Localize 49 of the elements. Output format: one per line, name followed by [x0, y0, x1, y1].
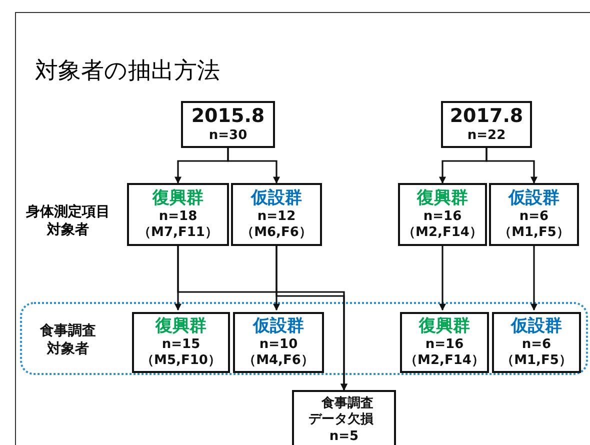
- sex-breakdown: （M4,F6）: [243, 353, 314, 370]
- group-box: [492, 312, 581, 373]
- group-box: [127, 183, 229, 246]
- survey-box: [441, 101, 532, 148]
- group-box: [400, 312, 489, 373]
- group-box: [489, 183, 579, 246]
- group-name: 仮設群: [253, 316, 304, 337]
- row-label: 食事調査対象者: [38, 322, 97, 358]
- sex-breakdown: （M5,F10）: [141, 353, 221, 370]
- group-name: 復興群: [152, 188, 204, 209]
- group-box: [398, 183, 487, 246]
- group-box: [132, 312, 230, 373]
- date-text: 2017.8: [450, 104, 524, 128]
- arrow: [530, 246, 538, 311]
- title: 対象者の抽出方法: [35, 57, 220, 86]
- group-name: 仮設群: [511, 316, 562, 337]
- group-name: 復興群: [156, 316, 206, 337]
- count-text: n=30: [208, 128, 248, 144]
- group-name: 復興群: [417, 188, 468, 209]
- count-text: n=15: [162, 336, 200, 354]
- sex-breakdown: （M2,F14）: [404, 353, 484, 370]
- arrow: [227, 148, 280, 184]
- sex-breakdown: （M2,F14）: [402, 225, 482, 242]
- arrow: [486, 148, 538, 184]
- group-name: 仮設群: [251, 188, 302, 209]
- survey-box: [181, 101, 275, 148]
- missing-data-box: [292, 390, 396, 445]
- count-text: n=16: [425, 336, 464, 354]
- row-label: 身体測定項目対象者: [25, 203, 111, 240]
- sex-breakdown: （M1,F5）: [501, 353, 572, 370]
- group-name: 復興群: [419, 316, 470, 337]
- count-text: n=22: [467, 128, 506, 144]
- group-name: 仮設群: [508, 188, 560, 209]
- arrow: [276, 246, 348, 391]
- count-text: n=6: [519, 208, 549, 226]
- sex-breakdown: （M7,F11）: [138, 225, 218, 242]
- sex-breakdown: （M1,F5）: [498, 225, 570, 242]
- survey-band: [20, 302, 588, 375]
- count-text: n=10: [259, 336, 298, 354]
- date-text: 2015.8: [191, 104, 265, 128]
- group-box: [233, 312, 324, 373]
- count-text: n=16: [423, 208, 462, 226]
- group-box: [231, 183, 322, 246]
- count-text: n=5: [329, 428, 359, 445]
- count-text: n=12: [257, 208, 296, 226]
- count-text: n=18: [158, 208, 198, 226]
- count-text: n=6: [522, 336, 552, 354]
- sex-breakdown: （M6,F6）: [241, 225, 312, 242]
- arrow: [439, 246, 446, 311]
